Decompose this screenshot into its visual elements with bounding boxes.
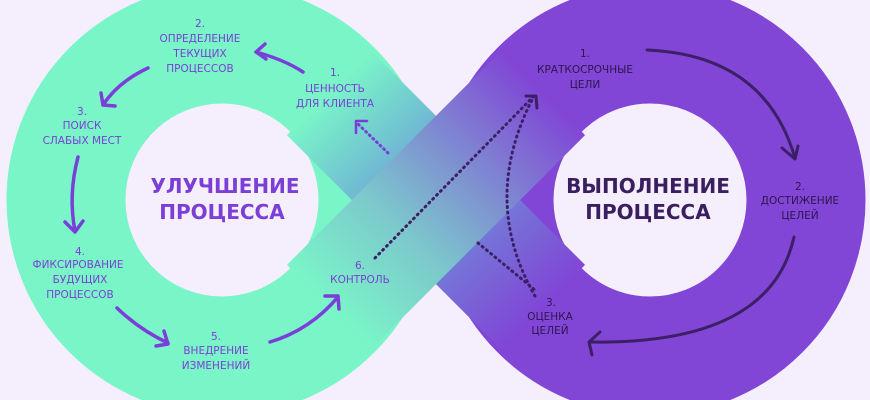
svg-text:ОПРЕДЕЛЕНИЕ: ОПРЕДЕЛЕНИЕ xyxy=(160,33,241,45)
svg-text:ЦЕЛЕЙ: ЦЕЛЕЙ xyxy=(781,209,818,222)
svg-text:ДЛЯ КЛИЕНТА: ДЛЯ КЛИЕНТА xyxy=(296,98,375,110)
svg-text:5.: 5. xyxy=(211,331,221,343)
arrow-3-to-4-icon xyxy=(70,155,80,233)
left-step-3: 3. ПОИСК СЛАБЫХ МЕСТ xyxy=(43,106,122,147)
svg-text:ПОИСК: ПОИСК xyxy=(63,120,102,132)
svg-text:1.: 1. xyxy=(580,48,590,60)
dotted-arrow-to-step-1-icon xyxy=(356,122,390,155)
left-step-6: 6. КОНТРОЛЬ xyxy=(330,260,390,286)
svg-text:ВНЕДРЕНИЕ: ВНЕДРЕНИЕ xyxy=(183,345,248,357)
crossing-band-over xyxy=(286,50,586,350)
svg-text:ТЕКУЩИХ: ТЕКУЩИХ xyxy=(172,48,226,60)
svg-text:ДОСТИЖЕНИЕ: ДОСТИЖЕНИЕ xyxy=(761,195,839,207)
svg-text:ЦЕЛЕЙ: ЦЕЛЕЙ xyxy=(531,324,568,337)
svg-text:4.: 4. xyxy=(75,246,85,258)
arrow-2-to-3-icon xyxy=(101,66,150,107)
svg-text:ОЦЕНКА: ОЦЕНКА xyxy=(527,311,573,323)
svg-text:КРАТКОСРОЧНЫЕ: КРАТКОСРОЧНЫЕ xyxy=(537,64,633,76)
svg-text:2.: 2. xyxy=(795,181,805,193)
arrow-r2-to-r3-icon xyxy=(588,235,796,344)
svg-text:ЦЕННОСТЬ: ЦЕННОСТЬ xyxy=(305,83,365,95)
right-step-2: 2. ДОСТИЖЕНИЕ ЦЕЛЕЙ xyxy=(761,181,839,222)
svg-text:СЛАБЫХ МЕСТ: СЛАБЫХ МЕСТ xyxy=(43,135,122,147)
svg-text:ПРОЦЕССОВ: ПРОЦЕССОВ xyxy=(166,63,233,75)
svg-text:БУДУЩИХ: БУДУЩИХ xyxy=(53,274,108,286)
arrow-r1-to-r2-icon xyxy=(645,48,797,160)
dotted-curve-evaluation-to-goals-icon xyxy=(505,96,537,298)
left-step-5: 5. ВНЕДРЕНИЕ ИЗМЕНЕНИЙ xyxy=(182,331,250,372)
svg-text:3.: 3. xyxy=(77,106,87,118)
arrow-4-to-5-icon xyxy=(115,306,170,345)
left-step-2: 2. ОПРЕДЕЛЕНИЕ ТЕКУЩИХ ПРОЦЕССОВ xyxy=(160,18,241,75)
right-loop-title: ПРОЦЕССА xyxy=(585,200,711,224)
left-loop-title: УЛУЧШЕНИЕ xyxy=(150,174,299,198)
left-step-1: 1. ЦЕННОСТЬ ДЛЯ КЛИЕНТА xyxy=(296,67,375,110)
right-step-1: 1. КРАТКОСРОЧНЫЕ ЦЕЛИ xyxy=(537,48,633,91)
dotted-line-control-to-goals-icon xyxy=(373,95,535,260)
left-loop-title: ПРОЦЕССА xyxy=(159,200,285,224)
svg-text:КОНТРОЛЬ: КОНТРОЛЬ xyxy=(330,274,390,286)
arrow-5-to-6-icon xyxy=(268,295,340,344)
right-loop-title: ВЫПОЛНЕНИЕ xyxy=(566,174,730,198)
svg-text:3.: 3. xyxy=(546,297,556,309)
svg-text:ПРОЦЕССОВ: ПРОЦЕССОВ xyxy=(46,289,113,301)
svg-text:ФИКСИРОВАНИЕ: ФИКСИРОВАНИЕ xyxy=(33,259,124,271)
left-step-4: 4. ФИКСИРОВАНИЕ БУДУЩИХ ПРОЦЕССОВ xyxy=(33,246,124,301)
svg-text:ИЗМЕНЕНИЙ: ИЗМЕНЕНИЙ xyxy=(182,359,250,372)
svg-text:1.: 1. xyxy=(330,67,340,79)
dotted-line-to-evaluation-icon xyxy=(476,241,537,292)
right-step-3: 3. ОЦЕНКА ЦЕЛЕЙ xyxy=(527,297,573,337)
svg-text:6.: 6. xyxy=(355,260,365,272)
svg-text:ЦЕЛИ: ЦЕЛИ xyxy=(570,79,601,91)
svg-text:2.: 2. xyxy=(195,18,205,30)
